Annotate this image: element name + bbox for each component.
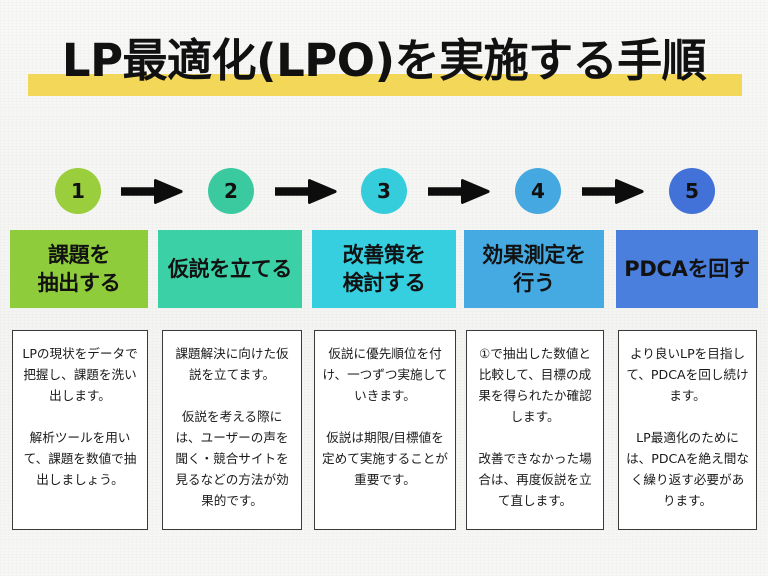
step-description-card-4: ①で抽出した数値と比較して、目標の成果を得られたか確認します。改善できなかった場… xyxy=(466,330,604,530)
step-number-circle-1: 1 xyxy=(55,168,101,214)
title-highlight-band xyxy=(28,74,742,96)
step-label-line: PDCAを回す xyxy=(624,257,750,281)
description-paragraph: 仮説に優先順位を付け、一つずつ実施していきます。 xyxy=(322,346,448,403)
step-label-line: 仮説を立てる xyxy=(167,257,293,281)
description-paragraph: 仮説を考える際には、ユーザーの声を聞く・競合サイトを見るなどの方法が効果的です。 xyxy=(175,409,289,508)
step-indicator-row: 1 2 3 4 5 xyxy=(10,168,758,218)
step-description-card-2: 課題解決に向けた仮説を立てます。仮説を考える際には、ユーザーの声を聞く・競合サイ… xyxy=(162,330,302,530)
step-label-line: 改善策を xyxy=(342,243,426,267)
description-paragraph: ①で抽出した数値と比較して、目標の成果を得られたか確認します。 xyxy=(478,346,592,424)
description-paragraph: LPの現状をデータで把握し、課題を洗い出します。 xyxy=(22,346,138,403)
step-label-text: 改善策を検討する xyxy=(343,241,426,297)
step-label-box-5: PDCAを回す xyxy=(616,230,758,308)
step-number-circle-4: 4 xyxy=(515,168,561,214)
step-label-text: 仮説を立てる xyxy=(167,255,293,283)
step-number-circle-2: 2 xyxy=(208,168,254,214)
step-label-text: 課題を抽出する xyxy=(38,241,121,297)
right-arrow-icon xyxy=(428,179,490,204)
step-description-card-3: 仮説に優先順位を付け、一つずつ実施していきます。仮説は期限/目標値を定めて実施す… xyxy=(314,330,456,530)
step-description-card-5: より良いLPを目指して、PDCAを回し続けます。 LP最適化のためには、PDCAを… xyxy=(618,330,757,530)
step-label-box-3: 改善策を検討する xyxy=(312,230,456,308)
description-paragraph: 解析ツールを用いて、課題を数値で抽出しましょう。 xyxy=(23,430,137,487)
step-label-box-2: 仮説を立てる xyxy=(158,230,302,308)
step-label-text: 効果測定を行う xyxy=(482,241,586,297)
step-number-circle-3: 3 xyxy=(361,168,407,214)
step-label-box-1: 課題を抽出する xyxy=(10,230,148,308)
step-label-text: PDCAを回す xyxy=(624,255,750,283)
title-area: LP最適化(LPO)を実施する手順 xyxy=(0,24,768,104)
right-arrow-icon xyxy=(275,179,337,204)
step-label-line: 行う xyxy=(513,271,555,295)
right-arrow-icon xyxy=(582,179,644,204)
description-paragraph: 改善できなかった場合は、再度仮説を立て直します。 xyxy=(478,451,592,508)
step-label-line: 抽出する xyxy=(37,271,121,295)
step-number-circle-5: 5 xyxy=(669,168,715,214)
right-arrow-icon xyxy=(121,179,183,204)
step-label-line: 課題を xyxy=(47,243,111,267)
step-label-box-4: 効果測定を行う xyxy=(464,230,604,308)
description-paragraph: より良いLPを目指して、PDCAを回し続けます。 xyxy=(626,346,749,403)
step-description-row: LPの現状をデータで把握し、課題を洗い出します。解析ツールを用いて、課題を数値で… xyxy=(0,330,768,530)
page-title: LP最適化(LPO)を実施する手順 xyxy=(61,34,707,87)
step-label-line: 効果測定を xyxy=(482,243,586,267)
step-description-card-1: LPの現状をデータで把握し、課題を洗い出します。解析ツールを用いて、課題を数値で… xyxy=(12,330,148,530)
step-label-line: 検討する xyxy=(342,271,426,295)
description-paragraph: LP最適化のためには、PDCAを絶え間なく繰り返す必要があります。 xyxy=(626,430,749,508)
description-paragraph: 仮説は期限/目標値を定めて実施することが重要です。 xyxy=(322,430,448,487)
description-paragraph: 課題解決に向けた仮説を立てます。 xyxy=(175,346,289,382)
